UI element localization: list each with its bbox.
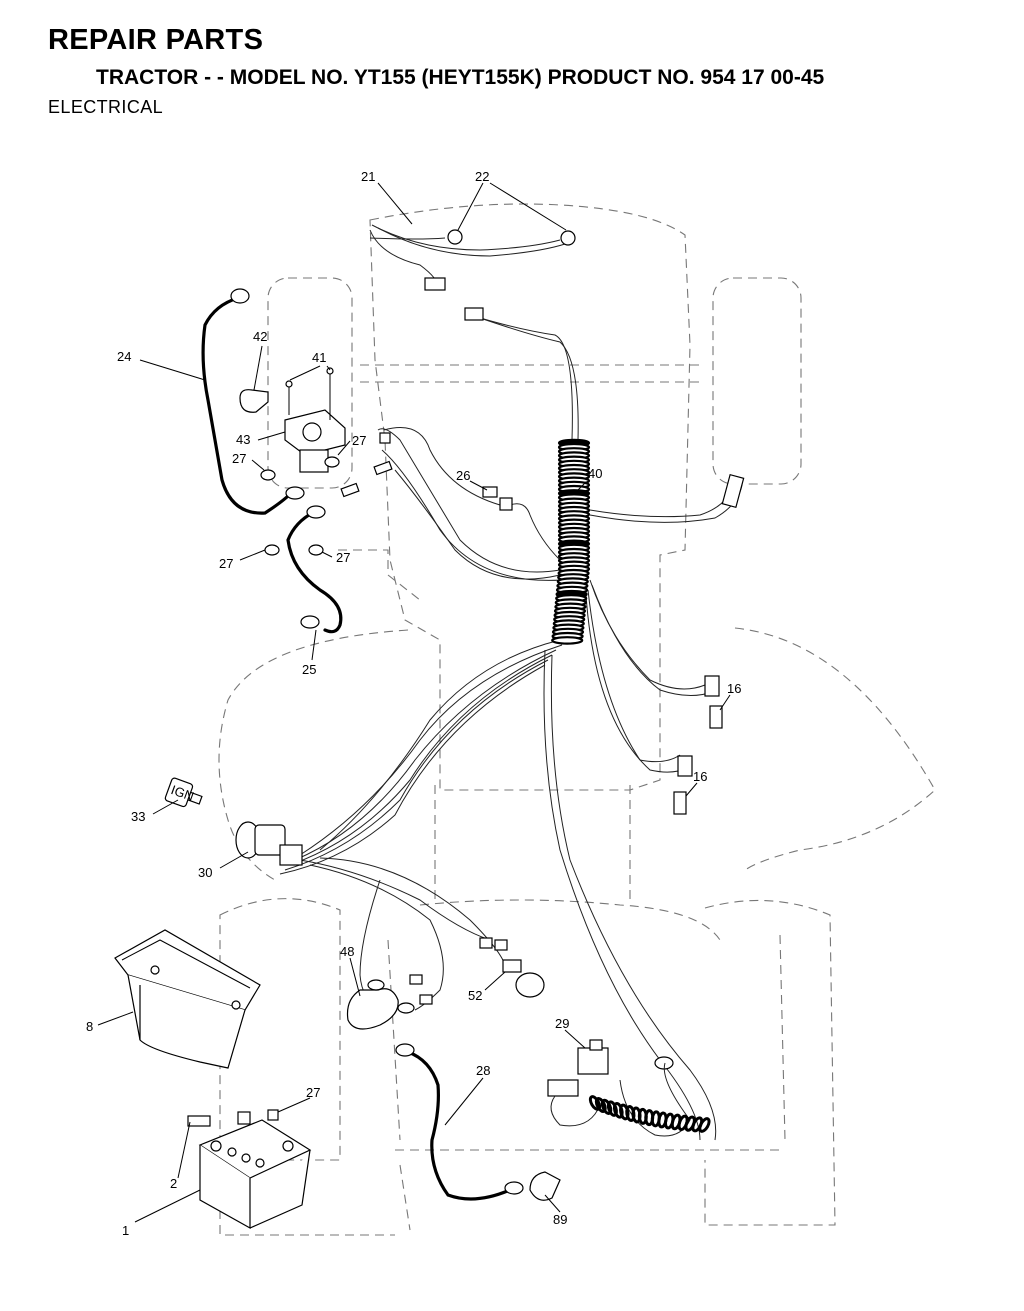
- bulb-22a: [447, 229, 463, 245]
- switch-29: [547, 1039, 691, 1137]
- headlight-harness: [369, 224, 576, 321]
- callout-42: 42: [253, 329, 267, 344]
- nut-27d: [308, 544, 324, 556]
- callout-43: 43: [236, 432, 250, 447]
- callout-27-c: 27: [219, 556, 233, 571]
- cable-24: [201, 296, 294, 515]
- callout-33: 33: [131, 809, 145, 824]
- light-48: [346, 988, 399, 1030]
- leader-lines: [97, 182, 731, 1223]
- callout-22: 22: [475, 169, 489, 184]
- callout-16-b: 16: [693, 769, 707, 784]
- conduit-40: [551, 438, 591, 645]
- nut-27c: [264, 544, 280, 556]
- callout-29: 29: [555, 1016, 569, 1031]
- solenoid-43: [239, 367, 393, 556]
- callout-27-d: 27: [336, 550, 350, 565]
- connectors: [409, 473, 745, 1005]
- ignition-switch-30: [235, 821, 303, 866]
- key-text: IGN: [169, 782, 196, 804]
- callout-2: 2: [170, 1176, 177, 1191]
- battery-box-8: [114, 929, 261, 1069]
- callout-1: 1: [122, 1223, 129, 1238]
- callout-27-b: 27: [352, 433, 366, 448]
- page-subtitle: TRACTOR - - MODEL NO. YT155 (HEYT155K) P…: [96, 66, 825, 89]
- bolt-2: [187, 1115, 211, 1127]
- callout-40: 40: [588, 466, 602, 481]
- callout-8: 8: [86, 1019, 93, 1034]
- cable-28: [406, 1050, 512, 1201]
- callout-30: 30: [198, 865, 212, 880]
- callout-16-a: 16: [727, 681, 741, 696]
- coil-cord: [588, 1095, 711, 1133]
- callout-48: 48: [340, 944, 354, 959]
- callout-28: 28: [476, 1063, 490, 1078]
- boot-42: [239, 389, 269, 413]
- callout-labels: 21 22 42 41 24 43 27 27 27 27 27 26 40 2…: [86, 169, 741, 1238]
- callout-52: 52: [468, 988, 482, 1003]
- callout-27-e: 27: [306, 1085, 320, 1100]
- callout-26: 26: [456, 468, 470, 483]
- callout-25: 25: [302, 662, 316, 677]
- nut-27b: [324, 456, 340, 468]
- bulb-22b: [560, 230, 576, 246]
- battery-1: [187, 1109, 312, 1230]
- callout-89: 89: [553, 1212, 567, 1227]
- boot-89: [529, 1171, 561, 1201]
- nut-27e: [267, 1109, 279, 1121]
- connector-52: [502, 959, 522, 973]
- page-title: REPAIR PARTS: [48, 24, 264, 56]
- ignition-key-33: IGN: [164, 777, 203, 808]
- cable-25: [286, 510, 343, 634]
- callout-27-a: 27: [232, 451, 246, 466]
- callout-24: 24: [117, 349, 131, 364]
- section-title: ELECTRICAL: [48, 97, 164, 117]
- nut-27a: [260, 469, 276, 481]
- callout-21: 21: [361, 169, 375, 184]
- callout-41: 41: [312, 350, 326, 365]
